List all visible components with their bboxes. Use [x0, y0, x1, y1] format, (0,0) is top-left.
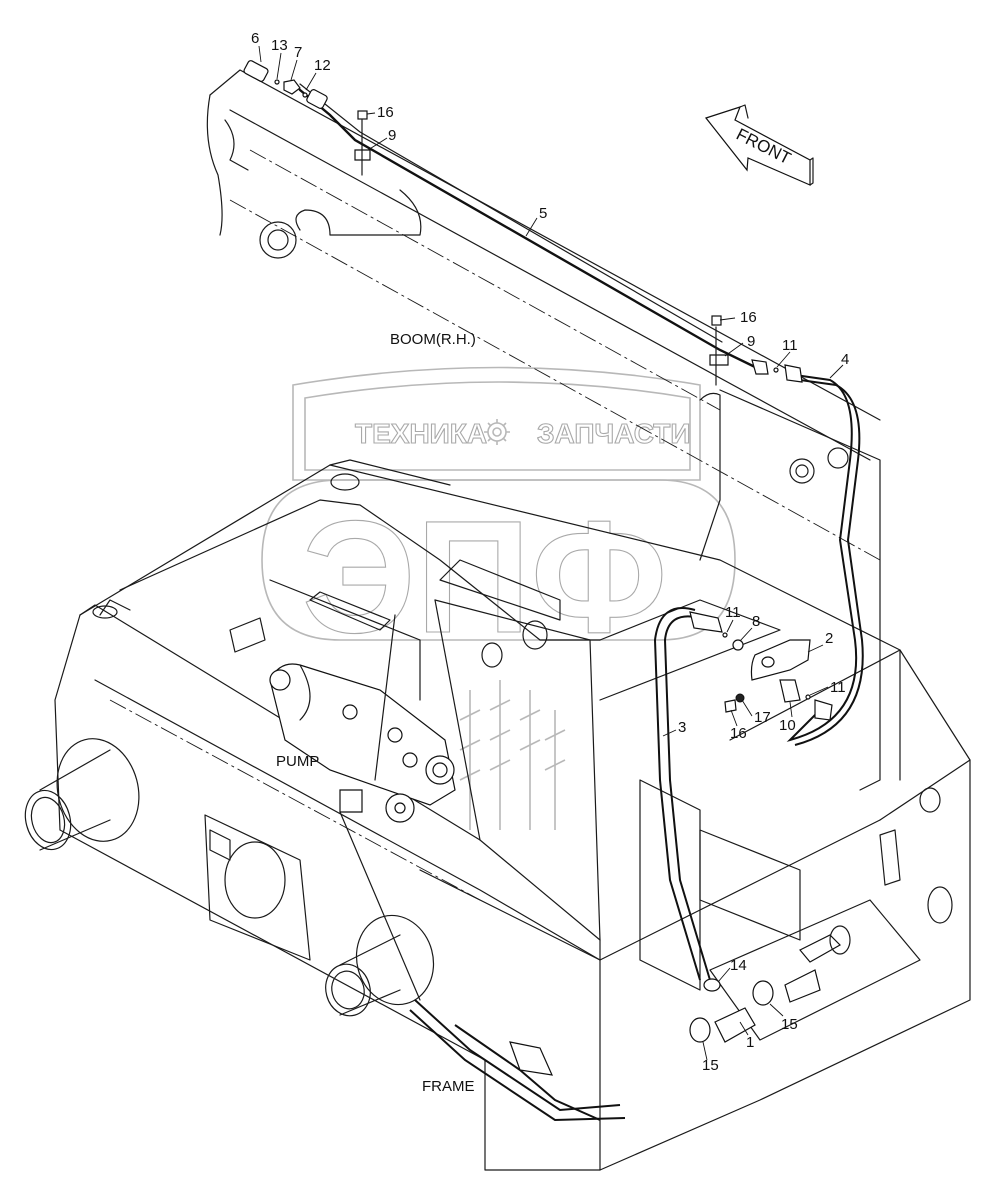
clamp-14 — [703, 978, 721, 992]
callout-11-top: 11 — [782, 337, 798, 354]
nut-7 — [283, 79, 301, 95]
callout-5: 5 — [539, 205, 547, 222]
callout-15-right: 15 — [781, 1016, 798, 1033]
watermark-big-text: ЭПФ — [302, 487, 667, 666]
callout-15-left: 15 — [702, 1057, 719, 1074]
callout-10: 10 — [779, 717, 796, 734]
arrow-left-icon — [704, 106, 811, 186]
fitting-6 — [243, 60, 269, 82]
callout-3: 3 — [678, 719, 686, 736]
callout-16-lower: 16 — [730, 725, 747, 742]
pump-label: PUMP — [276, 753, 319, 770]
watermark-right-text: ЗАПЧАСТИ — [537, 418, 690, 449]
watermark: ТЕХНИКА ЗАПЧАСТИ ЭПФ — [261, 366, 736, 830]
callout-17: 17 — [754, 709, 771, 726]
callout-11-right: 11 — [830, 679, 846, 696]
callout-7: 7 — [294, 44, 302, 61]
callout-2: 2 — [825, 630, 833, 647]
oring-12 — [302, 92, 308, 98]
pump — [269, 614, 456, 1001]
bolt-16-top — [357, 110, 368, 120]
front-direction-arrow: FRONT — [704, 104, 814, 186]
oring-11 — [773, 367, 779, 373]
boom-rh — [206, 69, 881, 791]
callout-14: 14 — [730, 957, 747, 974]
watermark-left-text: ТЕХНИКА — [355, 418, 487, 449]
frame-label: FRAME — [422, 1078, 475, 1095]
fittings — [243, 60, 851, 1043]
gear-icon — [484, 419, 510, 445]
callout-13: 13 — [271, 37, 288, 54]
callout-1: 1 — [746, 1034, 754, 1051]
fitting-1 — [714, 1007, 756, 1043]
nut-8 — [732, 639, 744, 651]
clamp-9-lower — [709, 354, 729, 366]
callout-16-top: 16 — [377, 104, 394, 121]
ring-15-right — [752, 980, 774, 1006]
fitting-10 — [779, 679, 801, 703]
callouts: 6 13 7 12 16 9 5 16 9 11 4 11 8 2 11 17 … — [251, 30, 849, 1074]
callout-4: 4 — [841, 351, 849, 368]
callout-9-top: 9 — [388, 127, 396, 144]
callout-8: 8 — [752, 613, 760, 630]
callout-12: 12 — [314, 57, 331, 74]
callout-leaders — [258, 45, 844, 1061]
callout-16-mid: 16 — [740, 309, 757, 326]
oring-13 — [274, 79, 280, 85]
bracket-2 — [750, 639, 811, 681]
bolt-16-bracket — [724, 699, 737, 713]
frame — [24, 459, 971, 1171]
callout-6: 6 — [251, 30, 259, 47]
ring-15-left — [689, 1017, 711, 1043]
boom-label: BOOM(R.H.) — [390, 331, 476, 348]
bolt-16-lower — [711, 315, 722, 326]
callout-11-mid: 11 — [725, 604, 741, 621]
wheat-icon — [459, 680, 566, 830]
callout-9-mid: 9 — [747, 333, 755, 350]
